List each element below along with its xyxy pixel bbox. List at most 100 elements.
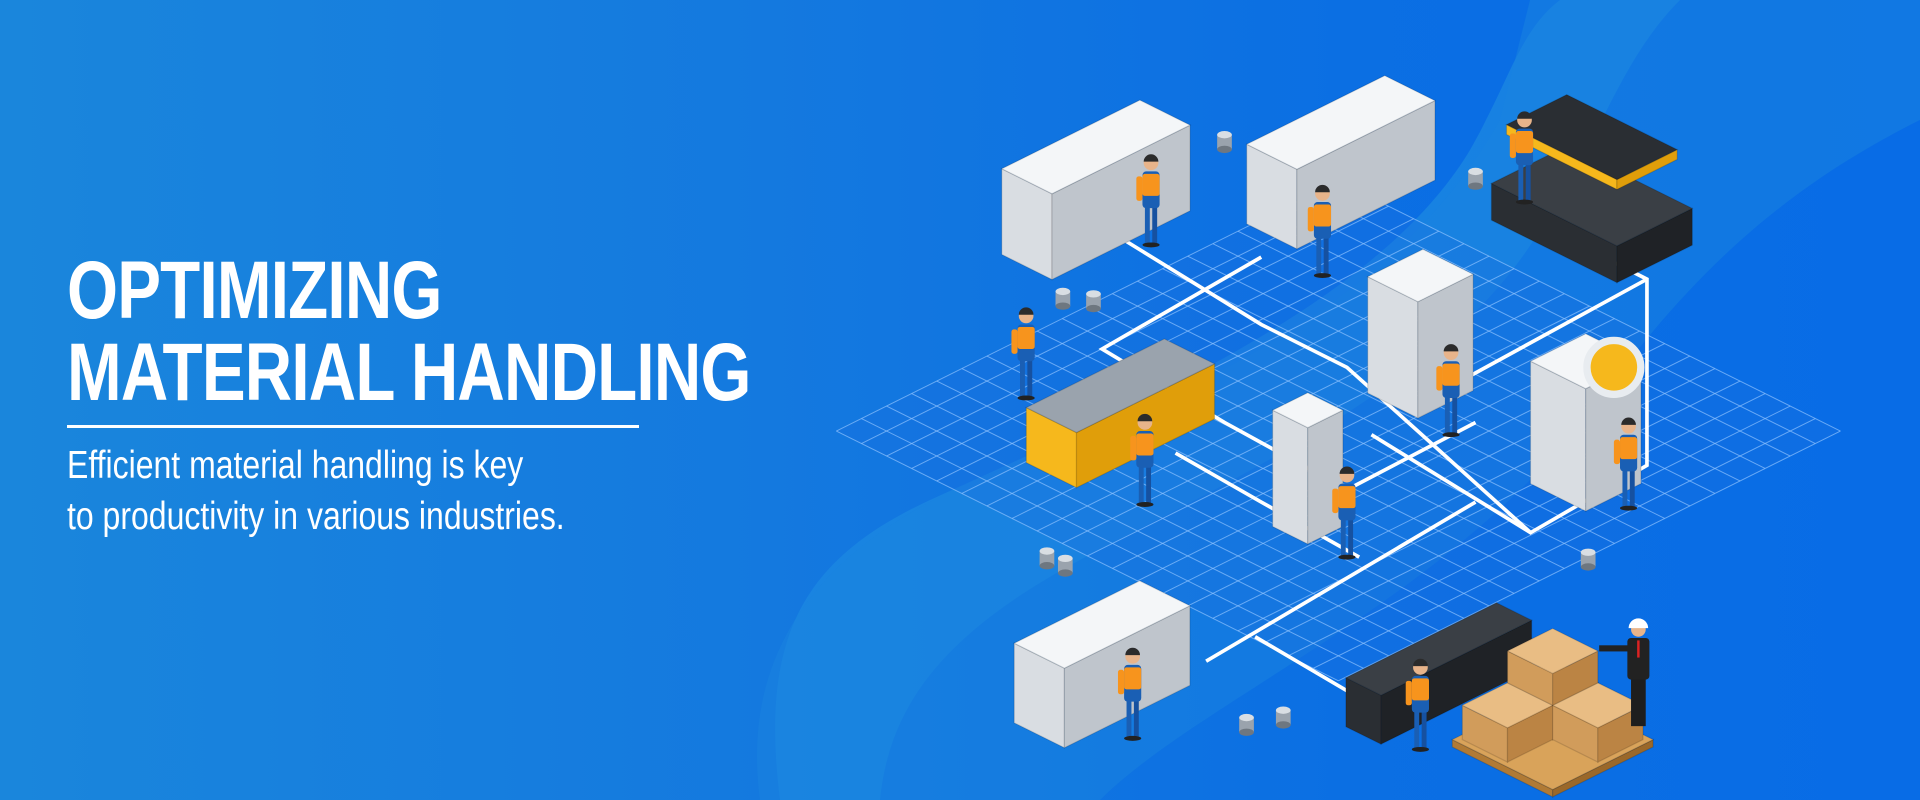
part-bottom: [1055, 302, 1071, 310]
worker-leg: [1629, 468, 1635, 509]
hero-text-block: OPTIMIZING MATERIAL HANDLING Efficient m…: [67, 250, 922, 538]
part-bottom: [1057, 569, 1073, 577]
part-body: [1580, 552, 1596, 567]
milling-machine-top-face: [1366, 248, 1475, 303]
route-line: [1174, 451, 1361, 559]
hard-hat-icon: [1628, 618, 1649, 629]
worker-hair: [1315, 184, 1330, 193]
worker-vest: [1620, 437, 1638, 460]
drill-press-machine-left-face: [1272, 409, 1309, 546]
worker-leg: [1152, 205, 1158, 245]
worker-leg: [1146, 465, 1152, 505]
worker-icon: [1130, 413, 1154, 507]
worker-icon: [1613, 417, 1638, 511]
worker-shoes: [1338, 554, 1356, 560]
worker-vest: [1017, 326, 1035, 349]
worker-shoes: [1136, 502, 1154, 507]
part-top: [1239, 713, 1254, 722]
metal-part-icon: [1275, 706, 1291, 729]
part-bottom: [1039, 562, 1055, 570]
worker-leg: [1414, 710, 1420, 750]
worker-leg: [1316, 236, 1322, 276]
manager-figure: [1599, 618, 1650, 727]
worker-vest: [1142, 173, 1160, 196]
worker-icon: [1117, 647, 1142, 741]
worker-leg: [1340, 517, 1346, 558]
worker-hair: [1143, 154, 1159, 162]
subtitle: Efficient material handling is key to pr…: [67, 440, 565, 542]
worker-leg: [1020, 358, 1025, 398]
manager-tie: [1637, 640, 1640, 658]
worker-arm: [1613, 439, 1621, 465]
title-divider: [67, 425, 639, 428]
part-body: [1039, 551, 1055, 566]
part-top: [1217, 131, 1232, 139]
metal-part-icon: [1217, 131, 1232, 154]
worker-arm: [1130, 435, 1137, 461]
grid-line: [911, 393, 1414, 644]
worker-hair: [1018, 307, 1034, 315]
part-top: [1039, 547, 1055, 555]
white-path-lines: [1098, 228, 1649, 700]
part-body: [1468, 171, 1483, 187]
laser-cutter-gantry: [1505, 93, 1679, 191]
part-bottom: [1217, 145, 1232, 154]
worker-icon: [1436, 344, 1460, 438]
drill-press-machine: [1271, 392, 1345, 546]
grid-line: [1287, 405, 1791, 657]
route-line: [1370, 433, 1532, 535]
lathe-machine: [1012, 580, 1192, 749]
worker-vest: [1313, 204, 1332, 227]
shearing-machine: [1000, 99, 1192, 281]
manager-arm: [1599, 645, 1629, 652]
metal-part-icon: [1039, 547, 1055, 570]
worker-arm: [1332, 488, 1339, 514]
worker-vest: [1411, 678, 1429, 701]
worker-arm: [1509, 133, 1516, 158]
press-brake-machine: [1245, 74, 1437, 250]
worker-leg: [1452, 395, 1458, 435]
worker-shoes: [1620, 505, 1638, 511]
worker-shoes: [1142, 242, 1160, 248]
worker-leg: [1525, 162, 1531, 203]
cardboard-box: [1506, 627, 1600, 707]
route-line: [1098, 255, 1477, 492]
metal-part-icon: [1055, 287, 1071, 310]
part-bottom: [1468, 182, 1483, 190]
worker-hair: [1137, 413, 1153, 422]
worker-leg: [1444, 395, 1450, 435]
worker-vest: [1338, 486, 1356, 509]
part-body: [1217, 134, 1232, 150]
page-title: OPTIMIZING MATERIAL HANDLING: [67, 250, 751, 414]
grid-line: [836, 430, 1339, 682]
worker-arm: [1307, 206, 1314, 232]
cnc-lathe-machine-top-face: [1344, 602, 1534, 696]
part-bottom: [1239, 728, 1254, 736]
grid-line: [886, 405, 1389, 657]
metal-part-icon: [1086, 290, 1101, 313]
worker-icon: [1332, 466, 1356, 560]
manager-legs: [1631, 677, 1646, 727]
worker-leg: [1126, 699, 1132, 739]
worker-shoes: [1313, 273, 1332, 278]
worker-vest: [1515, 131, 1534, 154]
part-bottom: [1275, 721, 1291, 729]
shearing-machine-top-face: [1000, 99, 1192, 195]
worker-leg: [1421, 710, 1427, 750]
worker-arm: [1136, 176, 1143, 201]
grid-line: [1313, 418, 1816, 669]
worker-hair: [1517, 111, 1532, 119]
worker-leg: [1133, 699, 1139, 739]
worker-vest: [1136, 433, 1154, 456]
subtitle-line-2: to productivity in various industries.: [67, 495, 565, 538]
part-bottom: [1580, 563, 1596, 571]
worker-shoes: [1411, 746, 1429, 752]
worker-hair: [1339, 466, 1355, 474]
cardboard-box-top-face: [1506, 627, 1600, 675]
flywheel-icon: [1583, 336, 1645, 398]
laser-cutter-machine-top-face: [1490, 145, 1694, 247]
worker-icon: [1136, 154, 1160, 248]
worker-hair: [1413, 658, 1428, 667]
worker-leg: [1138, 465, 1144, 505]
